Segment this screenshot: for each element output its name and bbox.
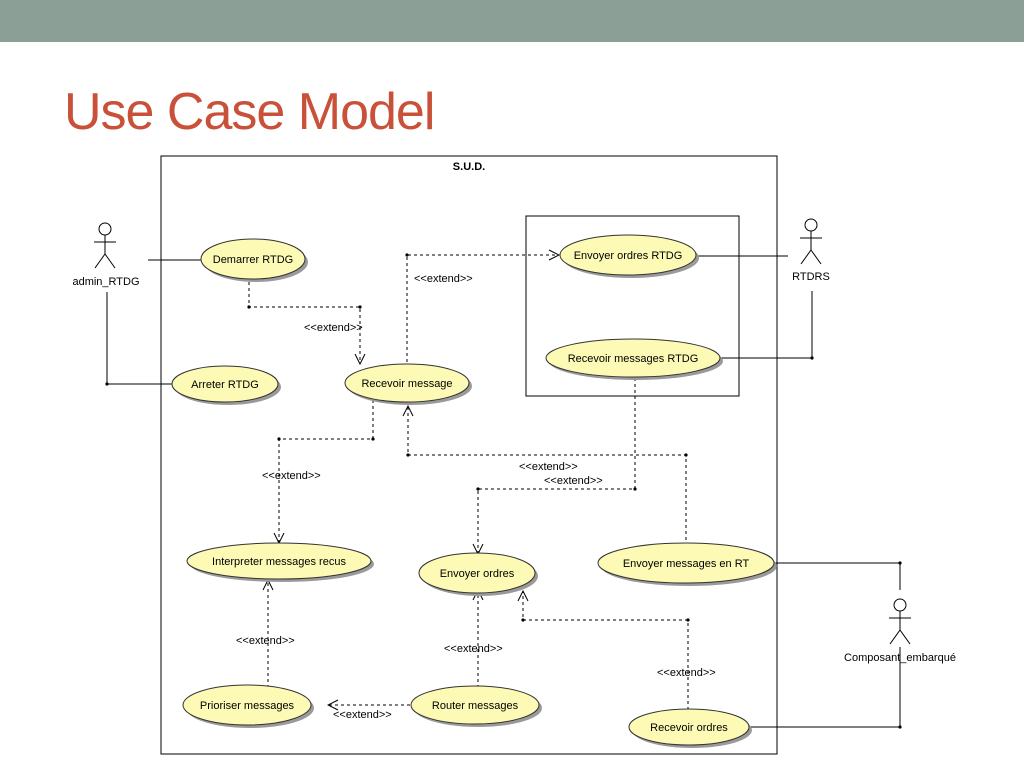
- assoc-composant-envoyer-rt: [770, 562, 901, 590]
- use-case-prioriser-messages: Prioriser messages: [182, 684, 314, 728]
- extend-label: <<extend>>: [236, 635, 295, 647]
- svg-text:Demarrer RTDG: Demarrer RTDG: [213, 254, 293, 266]
- package-box: [525, 215, 740, 397]
- actor-admin-rtdg: admin_RTDG: [72, 222, 140, 288]
- svg-text:Composant_embarqué: Composant_embarqué: [844, 652, 956, 664]
- svg-text:Recevoir message: Recevoir message: [361, 378, 452, 390]
- svg-text:admin_RTDG: admin_RTDG: [72, 276, 139, 288]
- actor-icon: [94, 222, 116, 269]
- use-case-recevoir-messages-rtdg: Recevoir messages RTDG: [545, 338, 723, 380]
- junction-dots: [105, 253, 902, 729]
- extend-recevoir-ordres-envoyer-ordres: [523, 591, 689, 710]
- use-case-interpreter-messages-recus: Interpreter messages recus: [186, 542, 374, 582]
- extend-recevoir-interpreter: [279, 400, 374, 543]
- svg-text:Prioriser messages: Prioriser messages: [200, 700, 295, 712]
- top-bar: [0, 0, 1024, 42]
- extend-label: <<extend>>: [544, 475, 603, 487]
- extend-label: <<extend>>: [262, 470, 321, 482]
- use-case-envoyer-messages-en-rt: Envoyer messages en RT: [597, 542, 777, 586]
- svg-text:Recevoir messages RTDG: Recevoir messages RTDG: [568, 353, 699, 365]
- actor-icon: [800, 218, 822, 265]
- extend-label: <<extend>>: [519, 461, 578, 473]
- use-case-recevoir-ordres: Recevoir ordres: [628, 708, 752, 748]
- use-case-recevoir-message: Recevoir message: [344, 363, 472, 405]
- use-case-envoyer-ordres-rtdg: Envoyer ordres RTDG: [559, 234, 699, 278]
- use-case-envoyer-ordres: Envoyer ordres: [418, 552, 538, 596]
- slide-title: Use Case Model: [64, 83, 435, 141]
- extend-label: <<extend>>: [304, 322, 363, 334]
- extend-label: <<extend>>: [333, 709, 392, 721]
- extend-recevoir-rtdg-envoyer-ordres: [478, 378, 636, 554]
- extend-label: <<extend>>: [444, 643, 503, 655]
- svg-text:Arreter RTDG: Arreter RTDG: [191, 379, 259, 391]
- actor-rtdrs: RTDRS: [792, 218, 830, 283]
- extend-demarrer-recevoir: [248, 282, 360, 364]
- svg-text:Router messages: Router messages: [432, 700, 519, 712]
- svg-text:RTDRS: RTDRS: [792, 271, 830, 283]
- svg-text:Envoyer ordres RTDG: Envoyer ordres RTDG: [574, 250, 683, 262]
- actor-icon: [889, 598, 911, 645]
- extend-envoyer-rt-recevoir: [408, 406, 687, 546]
- svg-text:Recevoir ordres: Recevoir ordres: [650, 722, 728, 734]
- svg-text:Envoyer ordres: Envoyer ordres: [440, 568, 515, 580]
- extend-label: <<extend>>: [414, 273, 473, 285]
- use-case-demarrer-rtdg: Demarrer RTDG: [200, 238, 308, 282]
- use-case-arreter-rtdg: Arreter RTDG: [171, 365, 281, 405]
- extend-label: <<extend>>: [657, 667, 716, 679]
- system-name: S.U.D.: [453, 161, 485, 173]
- svg-text:Envoyer messages en RT: Envoyer messages en RT: [623, 558, 750, 570]
- actor-composant-embarque: Composant_embarqué: [844, 598, 956, 664]
- svg-text:Interpreter messages recus: Interpreter messages recus: [212, 556, 346, 568]
- use-case-router-messages: Router messages: [410, 685, 542, 727]
